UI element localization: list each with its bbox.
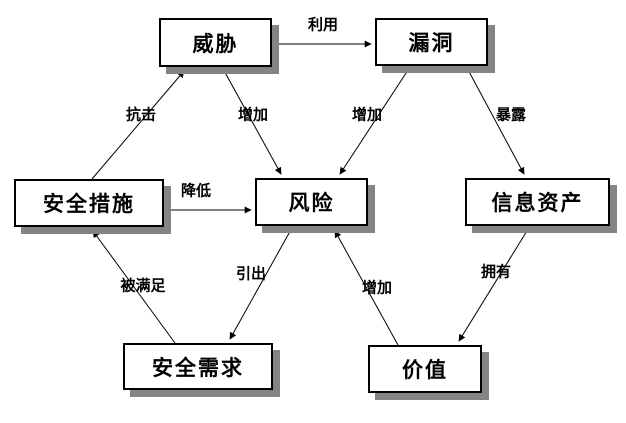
edge-line-resist: [91, 70, 185, 180]
node-vulnerability: 漏洞: [375, 18, 488, 66]
edge-label-resist: 抗击: [125, 105, 157, 124]
edge-label-expose: 暴露: [495, 105, 527, 124]
edge-label-lead-to: 引出: [235, 264, 267, 283]
node-value: 价值: [368, 345, 482, 393]
node-threat: 威胁: [159, 18, 272, 67]
node-information-assets: 信息资产: [465, 178, 610, 226]
edge-line-lead-to: [229, 225, 294, 340]
edge-line-increase-threat: [221, 66, 282, 175]
edge-line-increase-value: [334, 230, 399, 346]
edge-line-expose: [465, 65, 525, 175]
node-security-requirements: 安全需求: [123, 343, 273, 390]
node-risk: 风险: [255, 178, 368, 226]
edge-line-increase-vuln: [339, 66, 411, 175]
edge-line-own: [458, 225, 531, 342]
edge-label-reduce: 降低: [180, 181, 212, 200]
edge-label-exploit: 利用: [307, 15, 339, 34]
node-security-measures: 安全措施: [14, 179, 164, 227]
edge-label-satisfied-by: 被满足: [120, 276, 166, 295]
edge-label-increase-threat: 增加: [237, 105, 269, 124]
edge-label-increase-vuln: 增加: [351, 105, 383, 124]
edge-label-own: 拥有: [480, 262, 512, 281]
edge-line-satisfied-by: [92, 230, 176, 344]
edge-label-increase-value: 增加: [361, 278, 393, 297]
